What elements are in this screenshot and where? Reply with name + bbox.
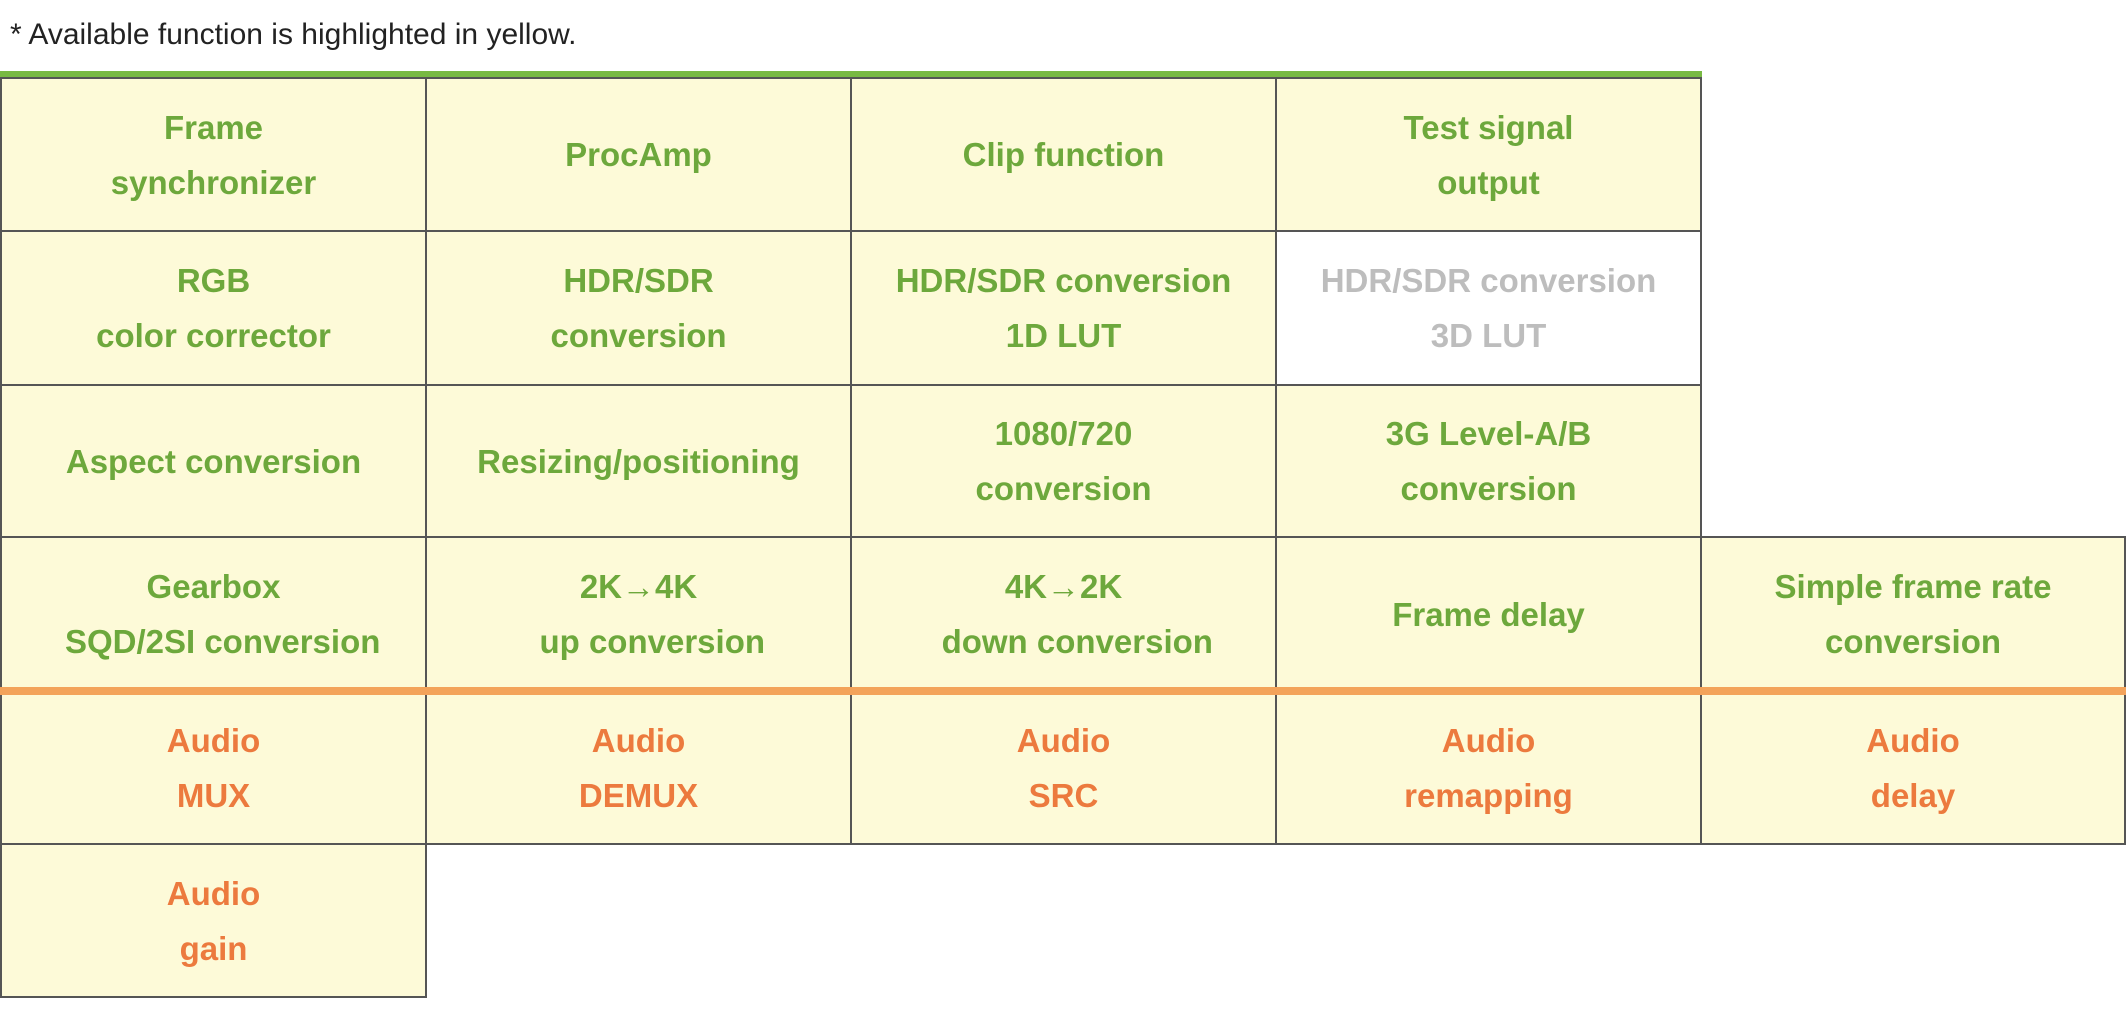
cell-line2: conversion xyxy=(1400,470,1577,507)
cell-frame-delay: Frame delay xyxy=(1275,536,1702,692)
cell-hdr-sdr-3d-lut: HDR/SDR conversion 3D LUT xyxy=(1275,230,1702,386)
cell-line2: 3D LUT xyxy=(1430,317,1547,354)
cell-line2: remapping xyxy=(1404,776,1573,814)
cell-line1: Simple frame rate xyxy=(1774,568,2052,605)
audio-section-rule xyxy=(0,687,2126,695)
cell-simple-frame-rate-conversion: Simple frame rate conversion xyxy=(1700,536,2126,692)
cell-line1: HDR/SDR conversion xyxy=(895,262,1232,299)
cell-line1: Frame delay xyxy=(1392,595,1585,633)
cell-resizing-positioning: Resizing/positioning xyxy=(425,384,852,538)
cell-3g-level-ab-conversion: 3G Level-A/B conversion xyxy=(1275,384,1702,538)
cell-audio-demux: Audio DEMUX xyxy=(425,690,852,845)
cell-line2: up conversion xyxy=(511,623,766,660)
cell-audio-gain: Audio gain xyxy=(0,843,427,998)
cell-line2: conversion xyxy=(550,317,727,354)
cell-line1: Audio xyxy=(166,874,261,912)
cell-frame-synchronizer: Frame synchronizer xyxy=(0,77,427,232)
cell-line1: Audio xyxy=(1016,721,1111,759)
cell-line2: SQD/2SI conversion xyxy=(46,623,381,660)
cell-line1: 2K→4K xyxy=(579,568,698,605)
cell-4k-2k-down-conversion: 4K→2K down conversion xyxy=(850,536,1277,692)
cell-line1: Gearbox xyxy=(146,568,281,605)
cell-line1: 3G Level-A/B xyxy=(1385,415,1592,452)
cell-2k-4k-up-conversion: 2K→4K up conversion xyxy=(425,536,852,692)
cell-line1: Resizing/positioning xyxy=(477,442,800,480)
cell-line1: RGB xyxy=(176,262,251,299)
cell-line2: output xyxy=(1437,163,1540,201)
availability-note: * Available function is highlighted in y… xyxy=(10,18,577,51)
cell-line1: 4K→2K xyxy=(1004,568,1123,605)
cell-hdr-sdr-conversion: HDR/SDR conversion xyxy=(425,230,852,386)
cell-aspect-conversion: Aspect conversion xyxy=(0,384,427,538)
cell-line1: HDR/SDR conversion xyxy=(1320,262,1657,299)
cell-line2: delay xyxy=(1870,776,1956,814)
cell-line1: ProcAmp xyxy=(565,136,712,173)
cell-line1: Frame xyxy=(163,108,264,146)
cell-line1: Clip function xyxy=(962,136,1165,173)
cell-audio-src: Audio SRC xyxy=(850,690,1277,845)
cell-line2: synchronizer xyxy=(110,163,317,201)
cell-procamp: ProcAmp xyxy=(425,77,852,232)
cell-line2: 1D LUT xyxy=(1005,317,1122,354)
cell-line1: Aspect conversion xyxy=(65,442,362,480)
cell-line1: 1080/720 xyxy=(994,415,1133,452)
cell-line1: HDR/SDR xyxy=(563,262,714,299)
cell-audio-mux: Audio MUX xyxy=(0,690,427,845)
cell-line2: MUX xyxy=(176,776,251,814)
cell-rgb-color-corrector: RGB color corrector xyxy=(0,230,427,386)
cell-line2: gain xyxy=(179,929,248,967)
cell-line1: Audio xyxy=(166,721,261,759)
cell-hdr-sdr-1d-lut: HDR/SDR conversion 1D LUT xyxy=(850,230,1277,386)
cell-clip-function: Clip function xyxy=(850,77,1277,232)
video-section-rule xyxy=(0,71,1702,79)
cell-audio-remapping: Audio remapping xyxy=(1275,690,1702,845)
cell-line1: Test signal xyxy=(1403,108,1574,146)
cell-line2: conversion xyxy=(975,470,1152,507)
cell-line2: conversion xyxy=(1824,623,2002,660)
cell-line1: Audio xyxy=(1441,721,1536,759)
cell-line2: down conversion xyxy=(914,623,1213,660)
cell-line1: Audio xyxy=(1866,721,1960,759)
cell-line2: DEMUX xyxy=(578,776,699,814)
cell-1080-720-conversion: 1080/720 conversion xyxy=(850,384,1277,538)
cell-line2: color corrector xyxy=(96,317,331,354)
cell-line1: Audio xyxy=(591,721,686,759)
cell-gearbox-sqd-2si: Gearbox SQD/2SI conversion xyxy=(0,536,427,692)
cell-line2: SRC xyxy=(1028,776,1099,814)
cell-test-signal-output: Test signal output xyxy=(1275,77,1702,232)
cell-audio-delay: Audio delay xyxy=(1700,690,2126,845)
